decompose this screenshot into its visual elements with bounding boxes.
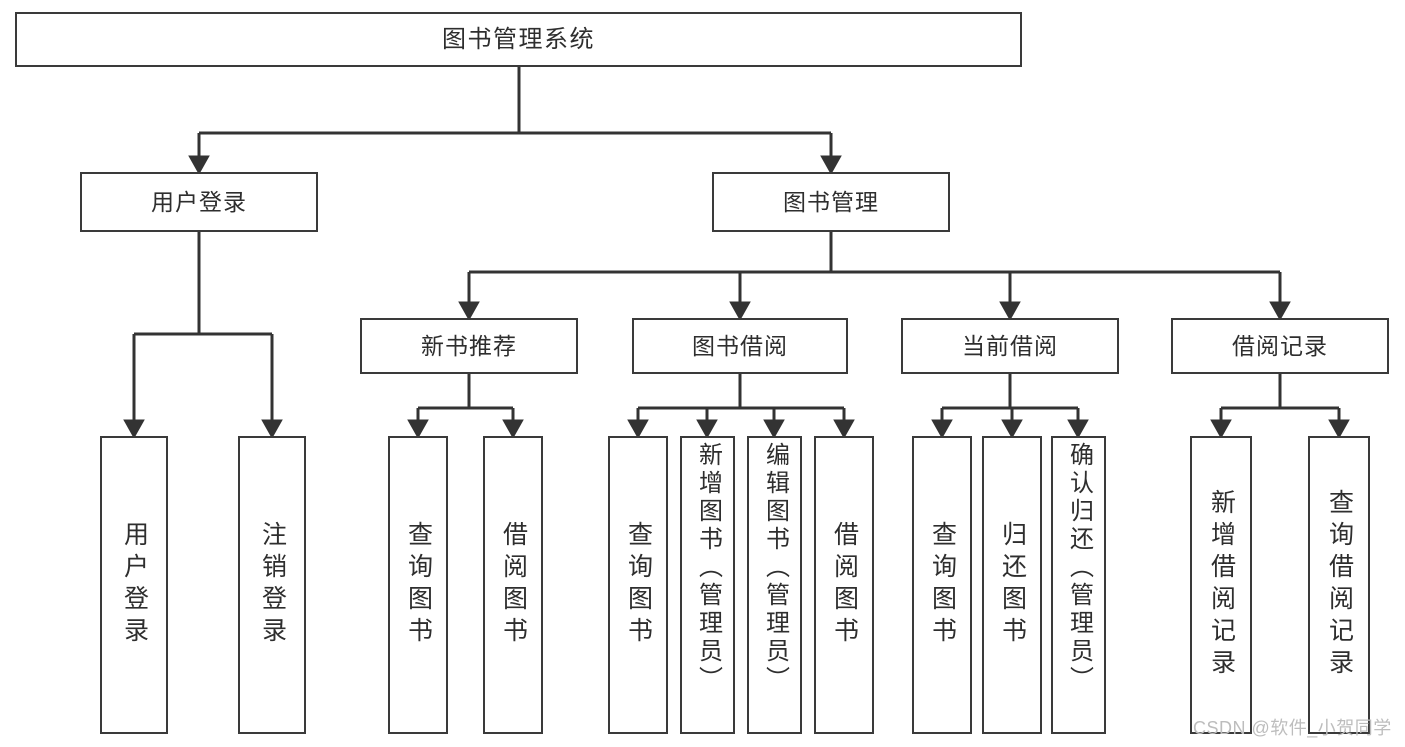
leaf-query-book-borrow[interactable]: 查询图书	[608, 436, 668, 734]
node-label: 新增图书（管理员）	[694, 442, 722, 694]
node-label: 图书管理	[783, 188, 879, 215]
leaf-logout-login[interactable]: 注销登录	[238, 436, 306, 734]
leaf-user-login[interactable]: 用户登录	[100, 436, 168, 734]
node-label: 新书推荐	[421, 332, 517, 359]
node-label: 查询图书	[624, 521, 653, 649]
node-label: 图书借阅	[692, 332, 788, 359]
node-label: 注销登录	[258, 521, 287, 649]
node-label: 用户登录	[120, 521, 149, 649]
node-label: 查询图书	[928, 521, 957, 649]
node-user-login[interactable]: 用户登录	[80, 172, 318, 232]
node-label: 当前借阅	[962, 332, 1058, 359]
node-label: 确认归还（管理员）	[1065, 442, 1093, 694]
node-current-borrow[interactable]: 当前借阅	[901, 318, 1119, 374]
node-borrow-records[interactable]: 借阅记录	[1171, 318, 1389, 374]
node-book-borrow[interactable]: 图书借阅	[632, 318, 848, 374]
leaf-query-borrow-record[interactable]: 查询借阅记录	[1308, 436, 1370, 734]
leaf-borrow-book-recommend[interactable]: 借阅图书	[483, 436, 543, 734]
node-root-system[interactable]: 图书管理系统	[15, 12, 1022, 67]
node-label: 查询图书	[404, 521, 433, 649]
leaf-return-book[interactable]: 归还图书	[982, 436, 1042, 734]
leaf-query-book-recommend[interactable]: 查询图书	[388, 436, 448, 734]
node-label: 用户登录	[151, 188, 247, 215]
leaf-confirm-return-admin[interactable]: 确认归还（管理员）	[1051, 436, 1106, 734]
node-label: 借阅图书	[830, 521, 859, 649]
leaf-query-book-current[interactable]: 查询图书	[912, 436, 972, 734]
leaf-add-borrow-record[interactable]: 新增借阅记录	[1190, 436, 1252, 734]
node-new-book-recommendation[interactable]: 新书推荐	[360, 318, 578, 374]
node-label: 编辑图书（管理员）	[761, 442, 789, 694]
leaf-borrow-book[interactable]: 借阅图书	[814, 436, 874, 734]
node-label: 查询借阅记录	[1325, 489, 1354, 681]
leaf-edit-book-admin[interactable]: 编辑图书（管理员）	[747, 436, 802, 734]
node-label: 归还图书	[998, 521, 1027, 649]
watermark-text: CSDN @软件_小贺同学	[1193, 718, 1392, 738]
node-label: 借阅图书	[499, 521, 528, 649]
node-book-management[interactable]: 图书管理	[712, 172, 950, 232]
node-label: 新增借阅记录	[1207, 489, 1236, 681]
node-label: 图书管理系统	[442, 25, 595, 53]
node-label: 借阅记录	[1232, 332, 1328, 359]
leaf-add-book-admin[interactable]: 新增图书（管理员）	[680, 436, 735, 734]
